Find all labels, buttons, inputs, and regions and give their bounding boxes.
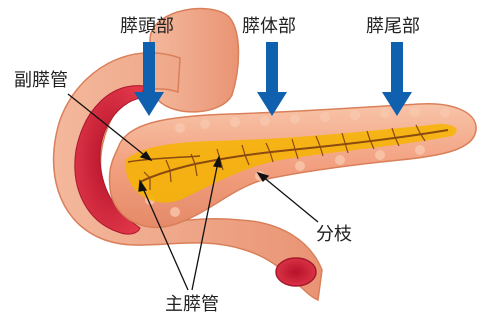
label-accessory-duct: 副膵管 <box>14 72 68 90</box>
label-pancreatic-head: 膵頭部 <box>120 18 174 36</box>
label-branch: 分枝 <box>316 226 352 244</box>
duodenum-opening <box>276 258 316 286</box>
label-pancreatic-tail: 膵尾部 <box>366 18 420 36</box>
label-pancreatic-body: 膵体部 <box>242 18 296 36</box>
label-main-duct: 主膵管 <box>165 296 219 314</box>
body-arrow <box>257 42 287 116</box>
